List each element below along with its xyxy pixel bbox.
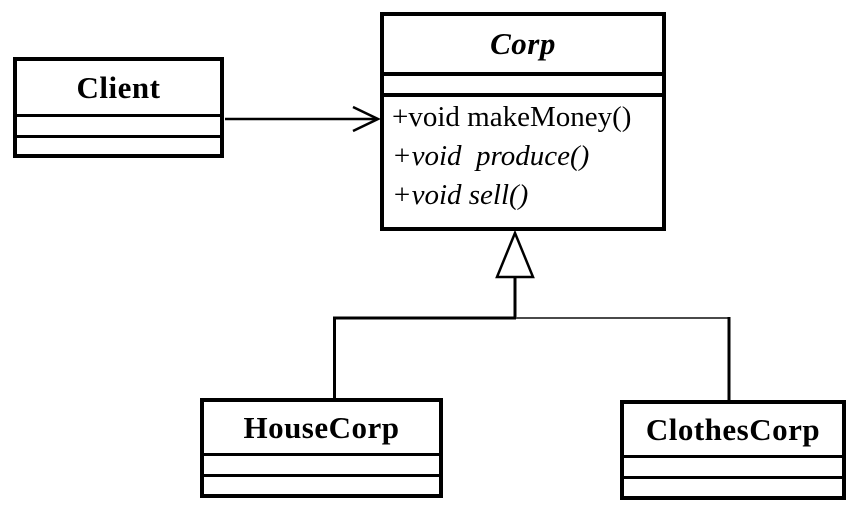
attributes-compartment-housecorp (204, 456, 439, 474)
operations-compartment-clothescorp (624, 479, 842, 496)
class-box-housecorp: HouseCorp (200, 398, 443, 498)
class-name-housecorp: HouseCorp (243, 409, 400, 445)
method-produce: +void produce() (392, 140, 590, 172)
operations-compartment-housecorp (204, 477, 439, 494)
class-box-clothescorp: ClothesCorp (620, 400, 846, 500)
method-sell: +void sell() (392, 179, 529, 211)
open-arrowhead-icon (352, 105, 381, 133)
compartment-divider (624, 476, 842, 479)
compartment-divider (17, 135, 220, 138)
operations-compartment-corp: +void makeMoney() +void produce() +void … (384, 97, 662, 227)
attributes-compartment-corp (384, 76, 662, 93)
compartment-divider (384, 93, 662, 97)
hollow-triangle-icon (495, 229, 535, 279)
attributes-compartment-client (17, 117, 220, 135)
operations-compartment-client (17, 138, 220, 154)
class-name-client: Client (76, 69, 161, 105)
method-makemoney: +void makeMoney() (392, 101, 632, 133)
attributes-compartment-clothescorp (624, 458, 842, 476)
compartment-divider (384, 72, 662, 76)
class-name-clothescorp: ClothesCorp (645, 411, 821, 447)
class-box-client: Client (13, 57, 224, 158)
compartment-divider (204, 453, 439, 456)
compartment-divider (17, 114, 220, 117)
class-box-corp: Corp +void makeMoney() +void produce() +… (380, 12, 666, 231)
compartment-divider (204, 474, 439, 477)
class-name-corp: Corp (490, 26, 556, 61)
compartment-divider (624, 455, 842, 458)
